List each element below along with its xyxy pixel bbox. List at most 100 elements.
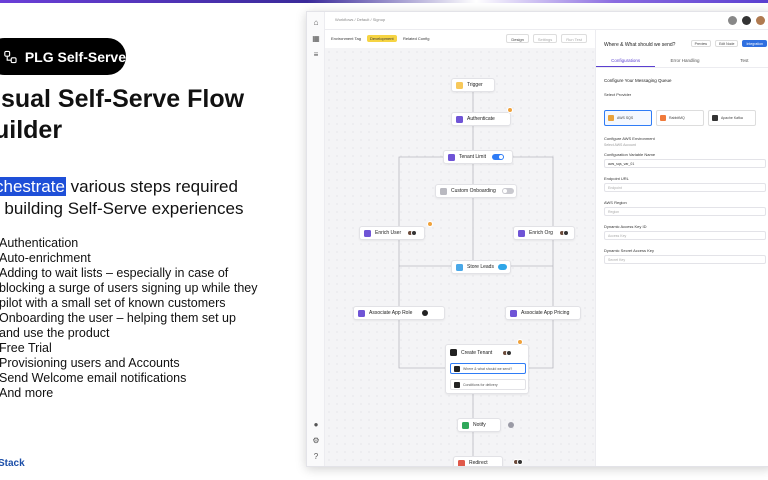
provider-kafka[interactable]: Apache Kafka <box>708 110 756 126</box>
region-label: AWS Region <box>604 200 627 205</box>
bullet-item: pilot with a small set of known customer… <box>0 296 226 310</box>
node-associate-app-role[interactable]: Associate App Role <box>353 306 445 320</box>
node-label: Authenticate <box>467 116 495 122</box>
title-line-1: isual Self-Serve Flow <box>0 85 245 113</box>
brand-logo-text: Stack <box>0 458 25 469</box>
provider-rabbitmq[interactable]: RabbitMQ <box>656 110 704 126</box>
title-line-2: uilder <box>0 116 63 144</box>
row-label: Where & what should we send? <box>463 366 513 371</box>
subtitle-highlight: chestrate <box>0 177 66 196</box>
node-label: Trigger <box>467 82 483 88</box>
edit-node-button[interactable]: Edit Node <box>715 40 739 47</box>
node-label: Associate App Role <box>369 310 413 316</box>
panel-tabs: Configurations Error Handling Test <box>596 54 768 68</box>
slide-title: isual Self-Serve Flow uilder <box>0 84 284 146</box>
design-button[interactable]: Design <box>506 34 529 43</box>
create-tenant-conditions-row[interactable]: Conditions for delivery <box>450 379 526 390</box>
provider-options: AWS SQS RabbitMQ Apache Kafka <box>604 110 756 126</box>
region-input[interactable]: Region <box>604 207 766 216</box>
salesforce-icon <box>498 264 507 270</box>
home-icon[interactable]: ⌂ <box>313 18 319 27</box>
row-label: Conditions for delivery <box>463 382 498 387</box>
secret-key-input[interactable]: Secret Key <box>604 255 766 264</box>
warning-badge <box>507 107 513 113</box>
lock-icon <box>456 115 463 123</box>
aws-icon <box>608 115 614 121</box>
node-redirect[interactable]: Redirect <box>453 456 503 466</box>
badge-label: PLG Self-Serve <box>24 48 126 65</box>
help-icon[interactable]: ? <box>313 452 319 461</box>
conditions-icon <box>454 381 460 388</box>
create-tenant-send-row[interactable]: Where & what should we send? <box>450 363 526 374</box>
menu-icon[interactable]: ≡ <box>313 50 319 59</box>
top-nav-icons <box>728 16 765 25</box>
node-enrich-org[interactable]: Enrich Org <box>513 226 575 240</box>
user-avatar[interactable] <box>756 16 765 25</box>
integration-avatars <box>513 459 523 465</box>
environment-label: Environment Tag <box>331 36 361 41</box>
warning-badge <box>427 221 433 227</box>
secret-key-label: Dynamic Secret Access Key <box>604 248 655 253</box>
top-nav: Workflows / Default / Signup <box>325 12 768 30</box>
access-key-input[interactable]: Access Key <box>604 231 766 240</box>
provider-name: RabbitMQ <box>669 116 685 120</box>
subtitle-line-2: r building Self-Serve experiences <box>0 199 244 218</box>
related-config-link[interactable]: Related Config <box>403 36 430 41</box>
tenant-limit-toggle[interactable] <box>491 154 504 160</box>
node-label: Tenant Limit <box>459 154 486 160</box>
access-key-label: Dynamic Access Key ID <box>604 224 647 229</box>
provider-aws-sqs[interactable]: AWS SQS <box>604 110 652 126</box>
subtitle-rest: various steps required <box>65 177 238 196</box>
grid-apps-icon[interactable] <box>742 16 751 25</box>
redirect-icon <box>458 459 465 466</box>
breadcrumb[interactable]: Workflows / Default / Signup <box>335 17 386 22</box>
integration-button[interactable]: Integration <box>742 40 767 47</box>
integration-avatars <box>502 349 513 356</box>
endpoint-label: Endpoint URL <box>604 176 629 181</box>
bullet-item: Free Trial <box>0 341 52 355</box>
rabbitmq-icon <box>660 115 666 121</box>
onboarding-icon <box>440 187 447 195</box>
node-notify[interactable]: Notify <box>457 418 501 432</box>
tab-test[interactable]: Test <box>740 58 749 63</box>
grid-icon[interactable]: ▦ <box>312 34 320 43</box>
notify-icon <box>462 421 469 429</box>
trigger-icon <box>456 81 463 89</box>
node-enrich-user[interactable]: Enrich User <box>359 226 425 240</box>
bullet-item: and use the product <box>0 326 110 340</box>
bullet-item: Send Welcome email notifications <box>0 371 187 385</box>
node-label: Custom Onboarding <box>451 188 496 194</box>
flow-canvas[interactable]: Trigger Authenticate Tenant Limit Custom… <box>325 48 595 466</box>
tab-configurations[interactable]: Configurations <box>596 54 656 67</box>
role-icon <box>358 309 365 317</box>
node-custom-onboarding[interactable]: Custom Onboarding <box>435 184 517 198</box>
node-label: Associate App Pricing <box>521 310 570 316</box>
bullet-item: Authentication <box>0 236 79 250</box>
custom-onboarding-toggle[interactable] <box>501 188 514 194</box>
run-test-button[interactable]: Run Test <box>561 34 587 43</box>
node-store-leads[interactable]: Store Leads <box>451 260 511 274</box>
endpoint-input[interactable]: Endpoint <box>604 183 766 192</box>
tab-error-handling[interactable]: Error Handling <box>670 58 700 63</box>
create-tenant-header: Create Tenant <box>450 349 513 356</box>
settings-button[interactable]: Settings <box>532 34 558 43</box>
subtitle-line-1: chestrate various steps required <box>0 176 284 198</box>
app-screenshot: ⌂ ▦ ≡ ● ⚙ ? Workflows / Default / Signup… <box>306 11 768 467</box>
users-icon[interactable]: ● <box>313 420 319 429</box>
node-authenticate[interactable]: Authenticate <box>451 112 511 126</box>
node-create-tenant[interactable]: Create Tenant Where & what should we sen… <box>445 344 529 394</box>
node-trigger[interactable]: Trigger <box>451 78 495 92</box>
node-associate-app-pricing[interactable]: Associate App Pricing <box>505 306 581 320</box>
preview-button[interactable]: Preview <box>690 40 712 47</box>
gear-icon[interactable]: ⚙ <box>312 436 320 445</box>
integration-icon <box>422 310 429 316</box>
bullet-item: blocking a surge of users signing up whi… <box>0 281 258 295</box>
node-label: Notify <box>473 422 486 428</box>
variable-name-input[interactable]: aws_sqs_var_01 <box>604 159 766 168</box>
environment-tag[interactable]: Development <box>367 35 397 42</box>
enrich-org-icon <box>518 229 525 237</box>
node-tenant-limit[interactable]: Tenant Limit <box>443 150 513 164</box>
bullet-item: Auto-enrichment <box>0 251 91 265</box>
bell-icon[interactable] <box>728 16 737 25</box>
